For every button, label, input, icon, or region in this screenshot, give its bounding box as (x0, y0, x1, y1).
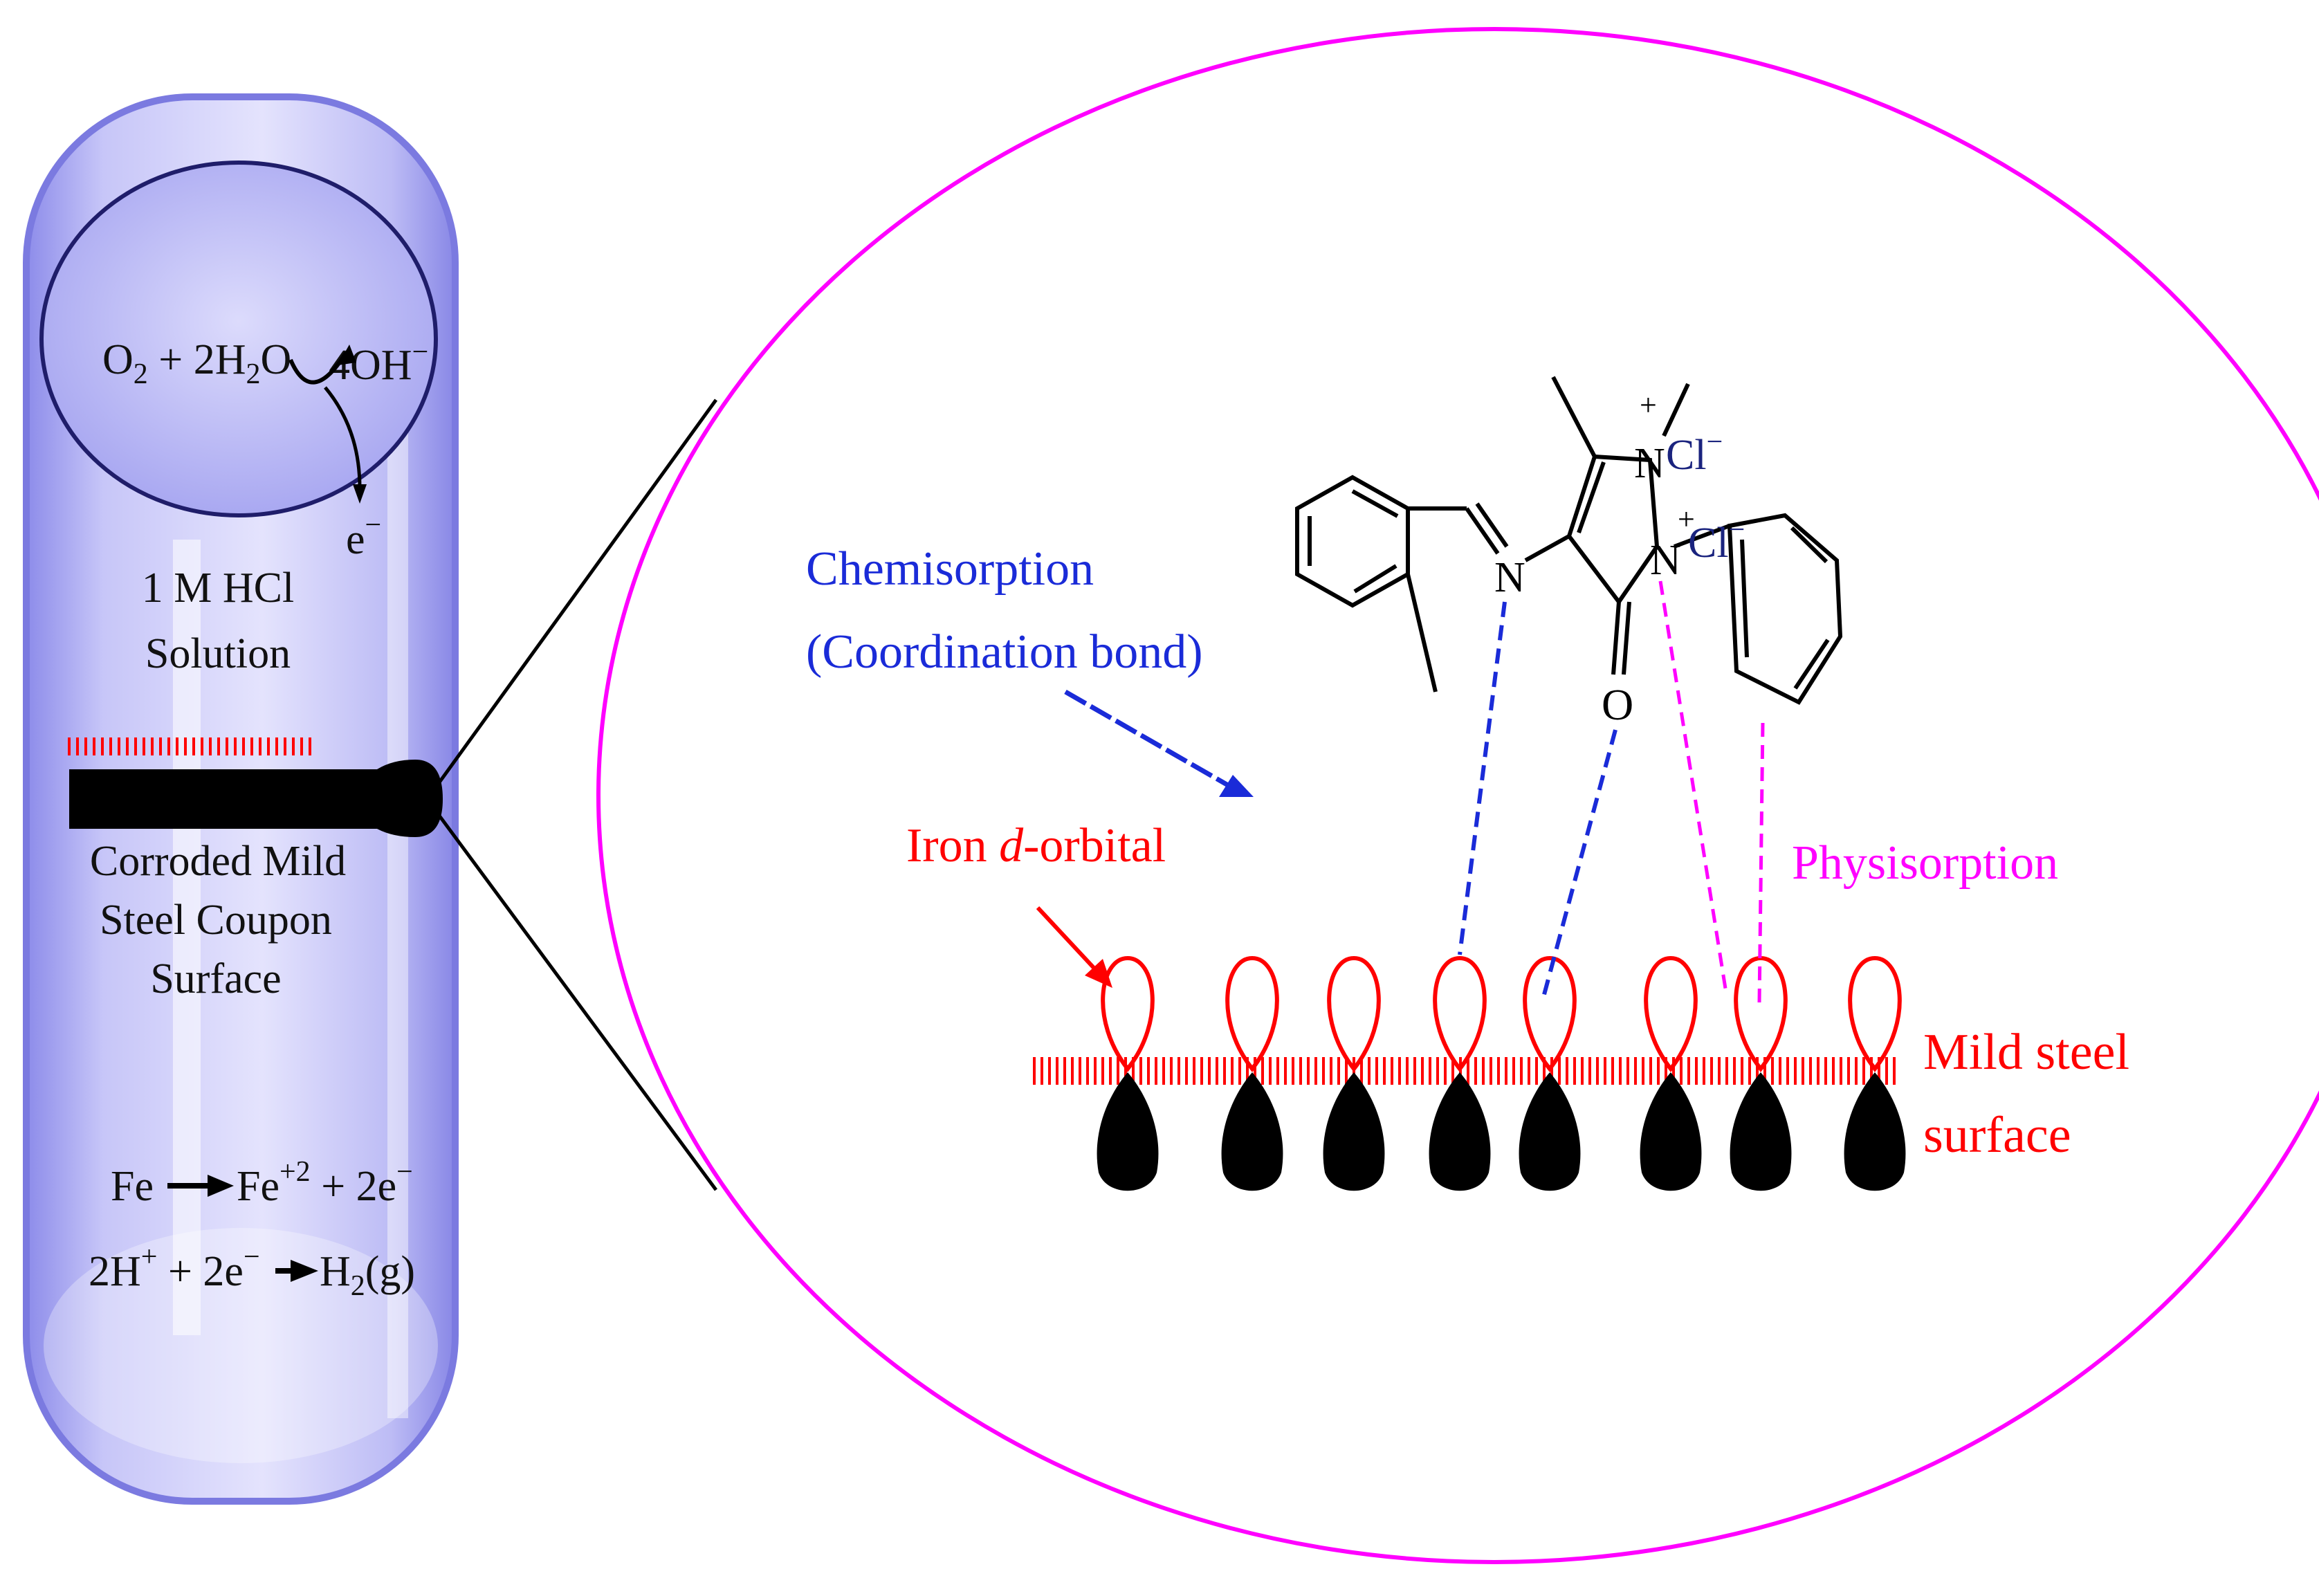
iron-atom (1221, 955, 1283, 1191)
n-methyl (1662, 383, 1690, 437)
anodic-arrowhead (208, 1175, 234, 1197)
top-bubble (39, 160, 438, 517)
cylinder-highlight-left (173, 540, 201, 1335)
solution-label-line1: 1 M HCl (142, 565, 294, 612)
coupon-label-line3: Surface (150, 955, 281, 1002)
anodic-equation-product: Fe+2 + 2e− (237, 1156, 413, 1210)
steel-surface-label-line2: surface (1923, 1107, 2071, 1164)
iron-atom (1640, 955, 1702, 1191)
iron-d-orbital-loop (1327, 955, 1381, 1072)
imine-double-bond-a (1465, 507, 1500, 555)
zoom-ellipse (596, 27, 2319, 1564)
test-cylinder: O2 + 2H2O 4OH− e− 1 M HCl Solution Corro… (23, 93, 459, 1505)
left-ring-methyl (1406, 574, 1438, 692)
iron-atom (1844, 955, 1906, 1191)
iron-d-orbital-loop (1848, 955, 1902, 1072)
iron-d-orbital-loop (1101, 955, 1155, 1072)
iron-atom-lobe (1730, 1072, 1792, 1191)
ring-methyl (1551, 376, 1597, 458)
left-ring-double-bond-1 (1351, 489, 1399, 518)
coupon-label-line2: Steel Coupon (100, 897, 332, 944)
chloride-1: Cl− (1666, 426, 1723, 479)
n-phenyl-bond (1673, 524, 1731, 549)
iron-d-orbital-loop (1433, 955, 1487, 1072)
zoom-line-bottom (435, 811, 718, 1191)
chemisorption-bond-n (1458, 601, 1507, 955)
curved-reaction-arrow (288, 351, 348, 385)
iron-atom (1519, 955, 1581, 1191)
iron-orbital-arrow (1036, 906, 1097, 971)
nitrogen-1: N (1634, 440, 1665, 487)
steel-coupon (69, 760, 443, 837)
nitrogen-1-charge: + (1640, 388, 1657, 422)
carbonyl-bond-a (1611, 601, 1621, 675)
top-equation-reactants: O2 + 2H2O (102, 336, 291, 390)
right-ring-double-bond-1 (1790, 526, 1828, 564)
pyrazolone-ring (1566, 454, 1660, 606)
physisorption-bond-n (1658, 580, 1728, 993)
iron-orbital-label: Iron d-orbital (906, 819, 1166, 872)
left-benzene-ring (1295, 475, 1410, 608)
chemisorption-label-line2: (Coordination bond) (806, 625, 1203, 679)
carbonyl-oxygen: O (1602, 680, 1633, 729)
chloride-2: Cl− (1688, 514, 1745, 567)
right-ring-double-bond-3 (1740, 539, 1749, 658)
physisorption-bond-phenyl (1757, 722, 1765, 1004)
electron-label: e− (346, 509, 381, 563)
carbonyl-bond-b (1622, 601, 1631, 675)
iron-atom-lobe (1097, 1072, 1159, 1191)
iron-atom-lobe (1221, 1072, 1283, 1191)
electron-arrowhead (353, 484, 367, 504)
coupon-label-line1: Corroded Mild (90, 838, 346, 885)
iron-d-orbital-loop (1523, 955, 1577, 1072)
imine-nitrogen: N (1494, 554, 1525, 601)
zoom-line-top (435, 398, 718, 787)
iron-d-orbital-loop (1225, 955, 1279, 1072)
iron-atom-lobe (1429, 1072, 1491, 1191)
iron-d-orbital-loop (1644, 955, 1698, 1072)
n-to-pyrazolone-bond (1524, 534, 1570, 562)
cylinder-bottom-glow (44, 1228, 438, 1463)
electron-arrow (324, 386, 362, 488)
chemisorption-bond-o (1541, 729, 1617, 1000)
inhibitor-molecule (1295, 376, 1843, 705)
nitrogen-2: N (1650, 537, 1681, 584)
cathodic-equation-reactants: 2H+ + 2e− (89, 1241, 260, 1295)
pyrazolone-double-bond (1577, 461, 1606, 533)
physisorption-label: Physisorption (1792, 836, 2058, 890)
cylinder-highlight-right (387, 415, 408, 1418)
top-equation-product: 4OH− (329, 336, 428, 389)
iron-atom-lobe (1640, 1072, 1702, 1191)
iron-d-orbital-loop (1734, 955, 1788, 1072)
steel-surface-label-line1: Mild steel (1923, 1024, 2129, 1081)
iron-atom (1730, 955, 1792, 1191)
cathodic-arrowhead (291, 1260, 318, 1282)
iron-atoms (1097, 955, 1906, 1191)
iron-atom-lobe (1844, 1072, 1906, 1191)
cathodic-equation-product: H2(g) (320, 1248, 415, 1302)
chemisorption-arrowhead (1219, 775, 1254, 797)
curved-reaction-arrowhead (338, 345, 356, 365)
iron-atom (1097, 955, 1159, 1191)
iron-atom-lobe (1519, 1072, 1581, 1191)
solution-label-line2: Solution (145, 630, 291, 677)
imine-double-bond-b (1475, 502, 1509, 548)
right-ring-double-bond-2 (1793, 639, 1830, 690)
chemisorption-arrow (1064, 689, 1229, 788)
chemisorption-label-line1: Chemisorption (806, 542, 1094, 596)
left-ring-double-bond-2 (1353, 564, 1397, 594)
anodic-equation-reactant: Fe (111, 1163, 154, 1210)
nitrogen-2-charge: + (1678, 502, 1695, 536)
iron-atom (1323, 955, 1385, 1191)
right-benzene-ring (1727, 513, 1843, 705)
coupon-surface-hash (68, 737, 311, 755)
iron-atom (1429, 955, 1491, 1191)
iron-atom-lobe (1323, 1072, 1385, 1191)
